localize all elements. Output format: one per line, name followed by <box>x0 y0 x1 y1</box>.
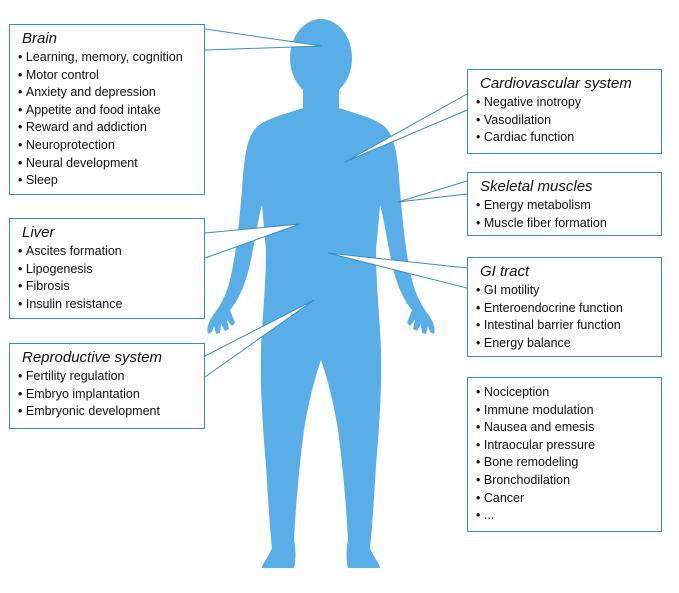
list-item: Intestinal barrier function <box>476 317 653 335</box>
torso-limbs-shape <box>207 108 435 568</box>
list-item: Vasodilation <box>476 112 653 130</box>
skeletal-muscles-box: Skeletal muscles Energy metabolism Muscl… <box>467 172 662 236</box>
cardiovascular-title: Cardiovascular system <box>480 75 632 92</box>
list-item: Ascites formation <box>18 243 196 261</box>
liver-title: Liver <box>22 224 55 241</box>
list-item: Enteroendocrine function <box>476 300 653 318</box>
other-functions-list: Nociception Immune modulation Nausea and… <box>476 384 653 525</box>
skeletal-muscles-title: Skeletal muscles <box>480 178 593 195</box>
skeletal-pointer <box>397 180 468 203</box>
list-item: Bone remodeling <box>476 454 653 472</box>
list-item: Bronchodilation <box>476 472 653 490</box>
gi-tract-title: GI tract <box>480 263 530 280</box>
cardio-pointer <box>344 93 468 163</box>
brain-list: Learning, memory, cognition Motor contro… <box>18 49 196 190</box>
brain-pointer <box>204 28 323 51</box>
list-item: Insulin resistance <box>18 296 196 314</box>
list-item: Cardiac function <box>476 129 653 147</box>
list-item: Cancer <box>476 490 653 508</box>
gi-tract-box: GI tract GI motility Enteroendocrine fun… <box>467 257 662 357</box>
list-item: Fibrosis <box>18 278 196 296</box>
list-item: ... <box>476 507 653 525</box>
list-item: Learning, memory, cognition <box>18 49 196 67</box>
list-item: Embryonic development <box>18 403 196 421</box>
list-item: Negative inotropy <box>476 94 653 112</box>
list-item: Nociception <box>476 384 653 402</box>
list-item: Energy balance <box>476 335 653 353</box>
liver-list: Ascites formation Lipogenesis Fibrosis I… <box>18 243 196 313</box>
list-item: Fertility regulation <box>18 368 196 386</box>
human-silhouette <box>207 19 435 568</box>
gi-tract-list: GI motility Enteroendocrine function Int… <box>476 282 653 352</box>
gi-pointer <box>327 252 468 289</box>
liver-pointer <box>204 223 301 259</box>
list-item: Anxiety and depression <box>18 84 196 102</box>
reproductive-title: Reproductive system <box>22 349 163 366</box>
brain-title: Brain <box>22 30 58 47</box>
list-item: Neuroprotection <box>18 137 196 155</box>
reproductive-box: Reproductive system Fertility regulation… <box>9 343 205 429</box>
list-item: Lipogenesis <box>18 261 196 279</box>
list-item: Immune modulation <box>476 402 653 420</box>
list-item: Sleep <box>18 172 196 190</box>
list-item: Intraocular pressure <box>476 437 653 455</box>
cardiovascular-list: Negative inotropy Vasodilation Cardiac f… <box>476 94 653 147</box>
other-functions-box: Nociception Immune modulation Nausea and… <box>467 377 662 532</box>
list-item: Reward and addiction <box>18 119 196 137</box>
list-item: GI motility <box>476 282 653 300</box>
list-item: Embryo implantation <box>18 386 196 404</box>
brain-box: Brain Learning, memory, cognition Motor … <box>9 24 205 195</box>
reproductive-list: Fertility regulation Embryo implantation… <box>18 368 196 421</box>
callout-pointers <box>204 28 468 378</box>
list-item: Neural development <box>18 155 196 173</box>
skeletal-muscles-list: Energy metabolism Muscle fiber formation <box>476 197 653 232</box>
reproductive-pointer <box>204 299 315 378</box>
list-item: Energy metabolism <box>476 197 653 215</box>
cardiovascular-box: Cardiovascular system Negative inotropy … <box>467 69 662 154</box>
list-item: Nausea and emesis <box>476 419 653 437</box>
list-item: Appetite and food intake <box>18 102 196 120</box>
head-shape <box>290 19 352 97</box>
list-item: Motor control <box>18 67 196 85</box>
liver-box: Liver Ascites formation Lipogenesis Fibr… <box>9 218 205 319</box>
list-item: Muscle fiber formation <box>476 215 653 233</box>
